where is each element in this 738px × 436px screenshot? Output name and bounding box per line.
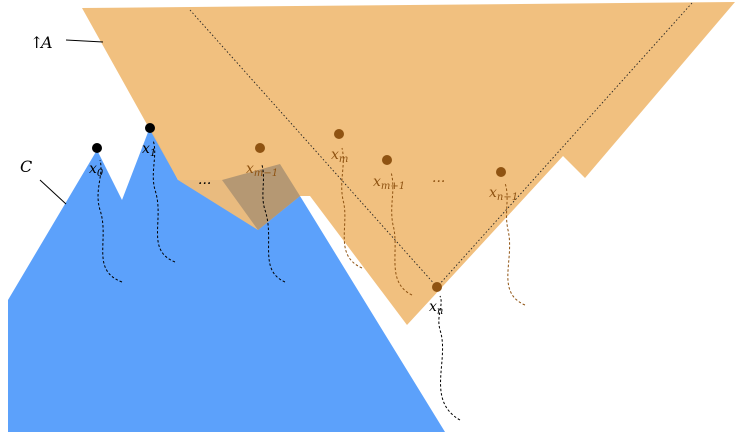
overlap-region	[222, 164, 300, 230]
point-x0	[92, 143, 102, 153]
label-xm+1: xm+1	[373, 174, 405, 192]
point-xm+1	[382, 155, 392, 165]
point-x1	[145, 123, 155, 133]
point-xn	[432, 282, 442, 292]
c-leader-line	[39, 179, 67, 205]
label-xn: xn	[429, 299, 443, 317]
label-x0: x0	[89, 161, 104, 179]
a-leader-line	[65, 39, 104, 43]
trajectory-xm-1	[261, 164, 286, 283]
region-a	[82, 2, 735, 325]
dots-right: ···	[432, 174, 445, 190]
region-c	[8, 127, 445, 432]
trajectory-xm+1	[390, 171, 413, 296]
label-xm: xm	[331, 147, 348, 165]
trajectory-xn-1	[504, 182, 526, 306]
trajectory-xm	[341, 147, 363, 269]
label-x1: x1	[142, 141, 156, 159]
label-a: A	[39, 33, 53, 52]
dots-left: ···	[198, 176, 211, 192]
dotted-line-left	[189, 9, 438, 288]
point-xm	[334, 129, 344, 139]
trajectory-x1	[152, 139, 176, 263]
point-xm-1	[255, 143, 265, 153]
label-xm-1: xm−1	[246, 161, 278, 179]
label-a-arrow: ↑	[30, 33, 43, 52]
label-xn-1: xn−1	[489, 185, 518, 203]
dotted-line-right	[436, 2, 693, 288]
point-xn-1	[496, 167, 506, 177]
trajectory-x0	[97, 159, 123, 283]
trajectories	[97, 139, 461, 421]
label-c: C	[20, 157, 32, 176]
